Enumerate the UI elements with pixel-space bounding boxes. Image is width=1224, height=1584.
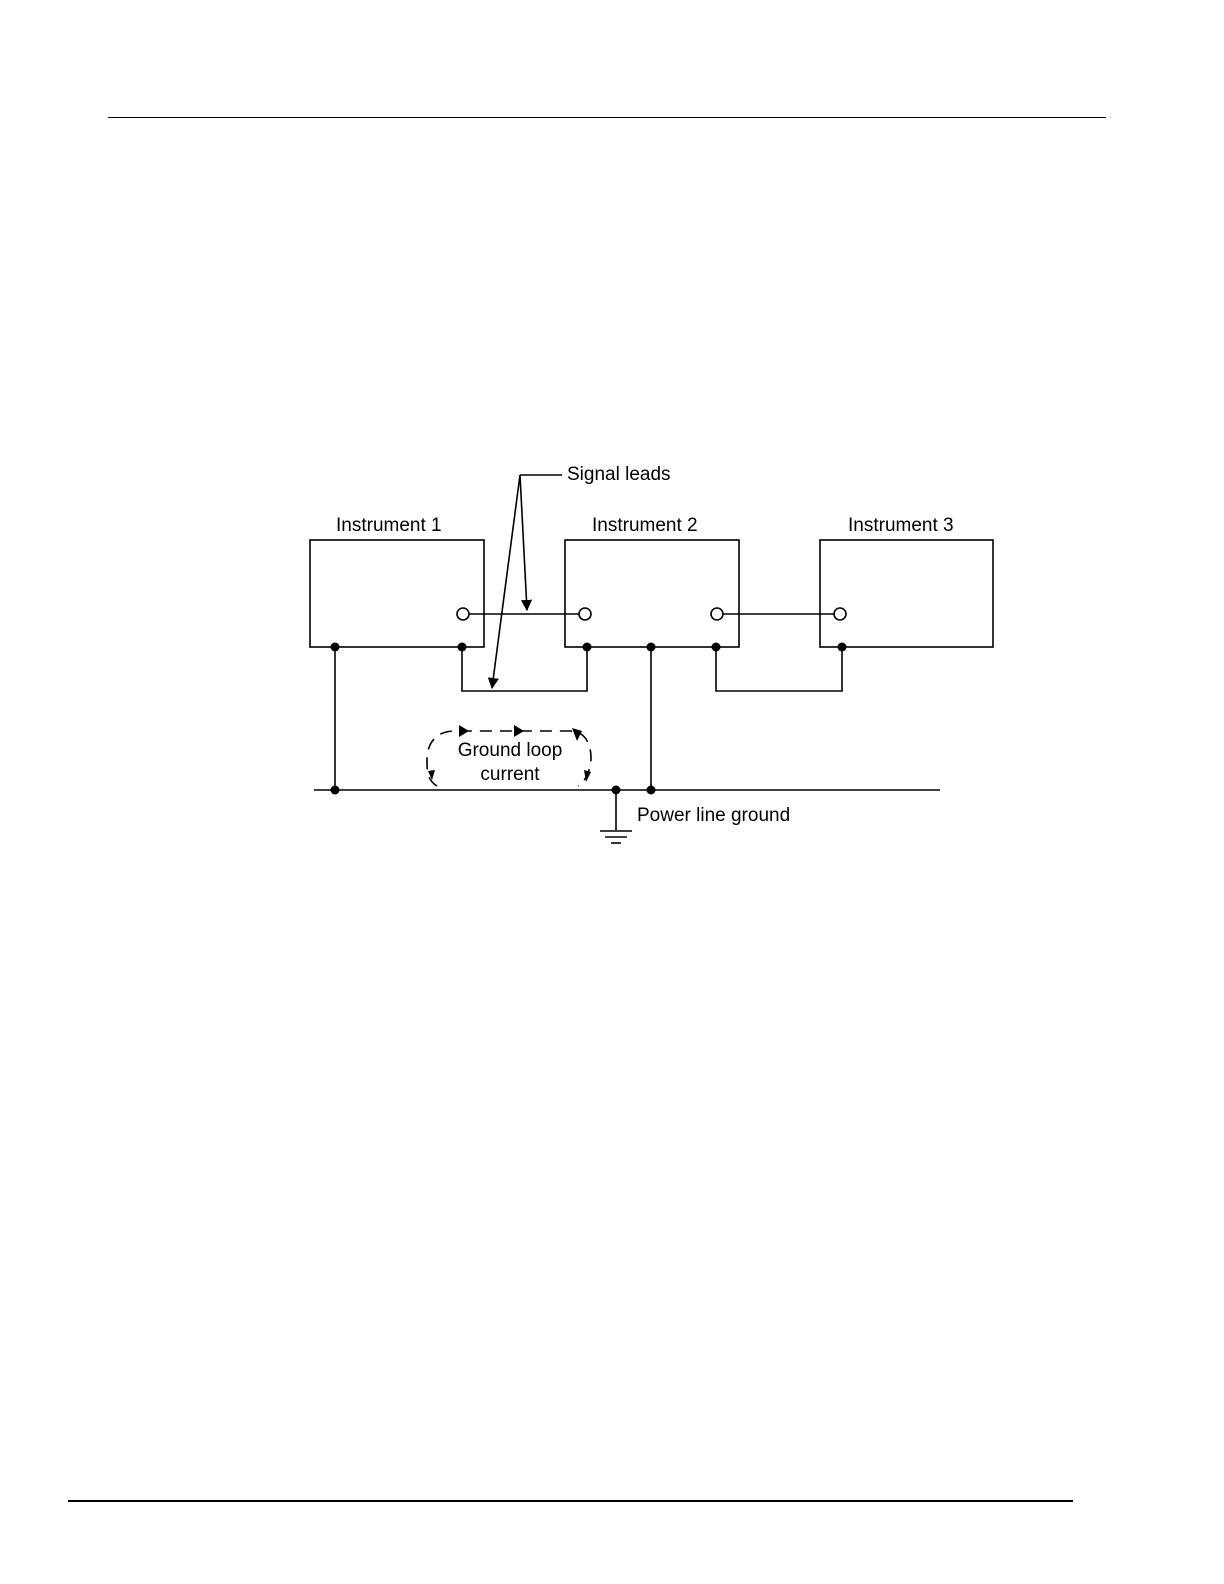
junction-dot [331,786,340,795]
ground-loop-label-line2: current [480,764,540,785]
signal-leads-label: Signal leads [567,464,671,485]
instrument-3-box [820,540,993,647]
terminal-inst1-hi [457,608,469,620]
low-lead-1-2 [462,647,587,691]
power-line-ground-label: Power line ground [637,805,790,826]
signal-leads-arrow-upper [520,475,527,610]
junction-dot [712,643,721,652]
loop-arrow-right-icon [459,725,469,737]
terminal-inst3-in [834,608,846,620]
instrument-1-box [310,540,484,647]
junction-dot [612,786,621,795]
instrument-2-box [565,540,739,647]
junction-dot [458,643,467,652]
junction-dot [647,786,656,795]
loop-arrow-right-icon [514,725,524,737]
earth-ground-icon [600,831,632,843]
junction-dot [838,643,847,652]
ground-loop-label-line1: Ground loop [458,740,563,761]
signal-leads-arrow-lower [492,475,520,688]
footer-rule [68,1500,1073,1502]
junction-dot [331,643,340,652]
terminal-inst2-in [579,608,591,620]
junction-dot [583,643,592,652]
low-lead-2-3 [716,647,842,691]
instrument-1-label: Instrument 1 [336,515,442,536]
terminal-inst2-out [711,608,723,620]
instrument-2-label: Instrument 2 [592,515,698,536]
junction-dot [647,643,656,652]
instrument-3-label: Instrument 3 [848,515,954,536]
